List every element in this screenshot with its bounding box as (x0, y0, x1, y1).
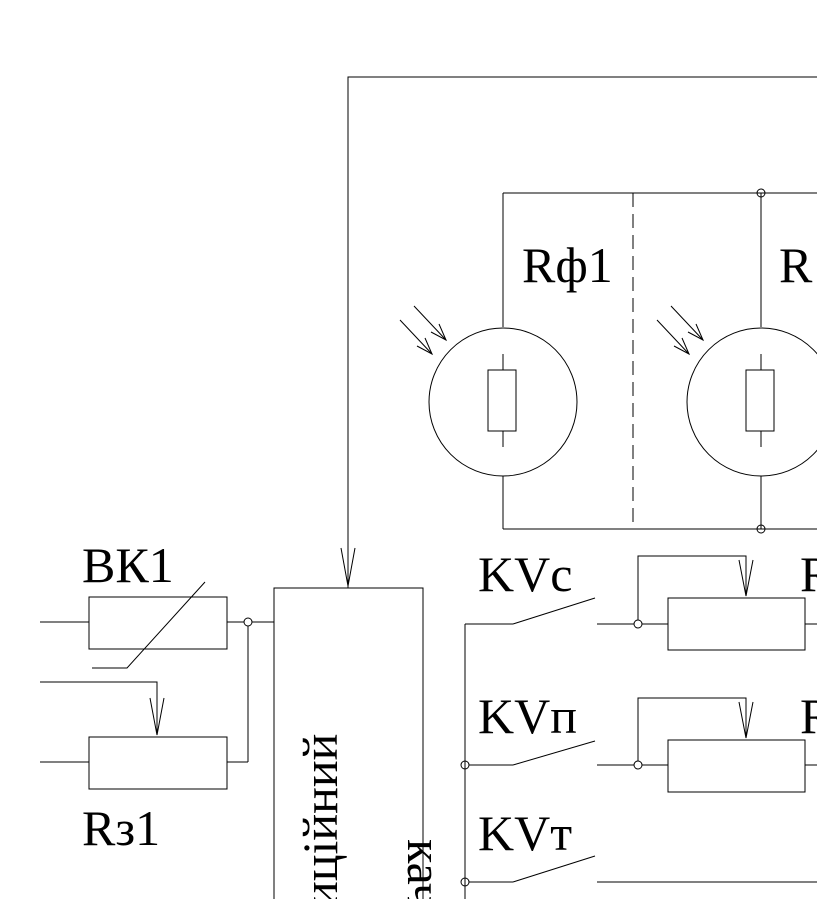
rheostat-lower (597, 697, 817, 793)
photoresistor-2 (656, 193, 817, 529)
light-arrows-icon (399, 305, 448, 356)
label-right-edge-1: R (800, 546, 817, 602)
label-right-edge-2: R (800, 688, 817, 744)
label-relay-contact-t: KVт (478, 805, 572, 861)
limit-switch-bk1 (40, 581, 274, 669)
amplifier-text-line-2: кач (397, 839, 453, 899)
photoresistor-1 (399, 193, 578, 529)
rheostat-upper (597, 555, 817, 651)
amplifier-text-line-1: иційний (292, 734, 348, 899)
setpoint-resistor-rz1 (40, 626, 249, 790)
label-photoresistor-1: Rф1 (522, 237, 613, 293)
label-setpoint-resistor: Rз1 (82, 800, 160, 856)
feedback-wire (340, 76, 817, 588)
light-arrows-icon (656, 305, 705, 356)
label-relay-contact-c: KVс (478, 546, 572, 602)
photoresistor-frame (503, 188, 817, 534)
label-limit-switch: ВК1 (82, 537, 174, 593)
amplifier-block (273, 587, 424, 899)
label-photoresistor-2: R (779, 237, 813, 293)
label-relay-contact-p: KVп (478, 688, 577, 744)
relay-contacts (460, 597, 596, 899)
